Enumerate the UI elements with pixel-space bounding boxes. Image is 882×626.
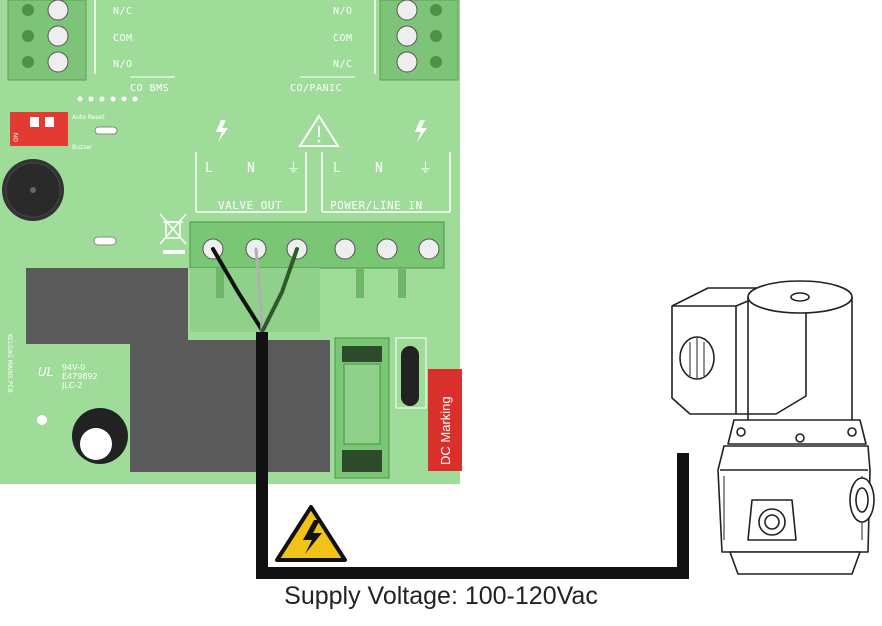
buzzer-icon (2, 159, 64, 221)
relay-upper (26, 268, 188, 344)
valve-out-label: VALVE OUT (218, 199, 282, 212)
dip-switch: ON (10, 112, 68, 146)
co-panic-label: CO/PANIC (290, 83, 342, 94)
valve-cable (211, 247, 689, 579)
right-relay-label-nc: N/C (333, 59, 353, 70)
lightning-icon (216, 120, 228, 142)
power-n-label: N (375, 161, 384, 176)
left-relay-label-nc: N/C (113, 6, 133, 17)
high-voltage-warning-icon (275, 505, 347, 562)
pin-header (77, 96, 138, 102)
capacitor (72, 408, 128, 464)
auto-reset-jumper (94, 126, 118, 135)
terminal-screws-right (396, 0, 442, 73)
warning-triangle-icon (298, 114, 340, 147)
auto-reset-label: Auto Reset (72, 114, 105, 121)
fuse-icon (334, 337, 390, 479)
left-relay-label-no: N/O (113, 59, 133, 70)
supply-voltage-caption: Supply Voltage: 100-120Vac (284, 582, 598, 610)
cert-e479892: E479892 (62, 372, 98, 381)
cert-jlc2: JLC-2 (61, 381, 82, 390)
buzzer-label: Buzzer (72, 144, 93, 151)
left-relay-label-com: COM (113, 33, 133, 44)
terminal-frame (195, 152, 451, 213)
valve-earth-label: ⏚ (287, 161, 301, 176)
relay-lower (130, 340, 330, 472)
mounting-hole (37, 415, 47, 425)
dip-on-label: ON (13, 133, 20, 142)
weee-bin-icon (159, 213, 187, 254)
cert-94v0: 94V-0 (62, 363, 85, 372)
lightning-icon (415, 120, 427, 142)
power-line-in-label: POWER/LINE IN (330, 199, 423, 212)
co-bms-label: CO BMS (130, 83, 169, 94)
varistor (395, 337, 427, 409)
ul-mark-icon: UL (38, 365, 53, 379)
valve-n-label: N (247, 161, 256, 176)
dc-marking-label: DC Marking (428, 369, 462, 471)
power-l-label: L (333, 161, 342, 176)
svg-text:UL: UL (38, 365, 53, 379)
jumper-2 (93, 236, 117, 246)
dc-marking-text: DC Marking (438, 396, 453, 465)
terminal-screws-left (22, 0, 69, 73)
right-relay-label-no: N/O (333, 6, 353, 17)
board-side-text: KCLGAS MAINS PCB (6, 334, 13, 393)
valve-l-label: L (205, 161, 214, 176)
solenoid-valve-icon (671, 280, 875, 575)
right-relay-label-com: COM (333, 33, 353, 44)
power-earth-label: ⏚ (419, 161, 433, 176)
